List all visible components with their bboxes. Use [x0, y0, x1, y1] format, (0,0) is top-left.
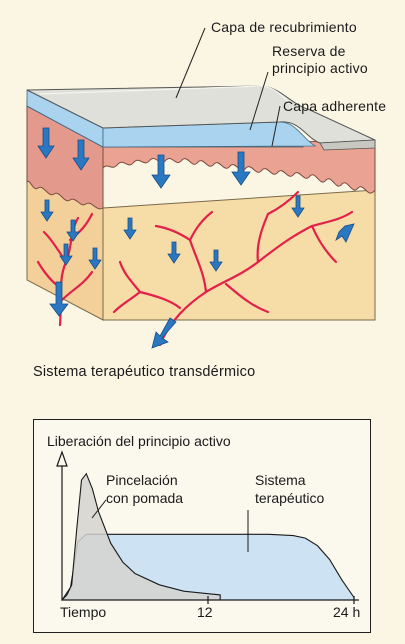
x-tick-label-12: 12 — [197, 604, 213, 620]
reservoir-label-line1: Reserva de — [272, 43, 346, 59]
leader-lines — [175, 27, 281, 147]
series-system-label-line1: Sistema — [255, 472, 306, 488]
release-chart — [56, 450, 359, 604]
cover-layer-top-highlight — [39, 85, 291, 105]
x-tick-label-time: Tiempo — [60, 604, 107, 620]
skin-surface-right — [319, 139, 376, 151]
dermis-side — [102, 189, 376, 321]
release-chart-frame — [33, 419, 371, 633]
diagram-caption: Sistema terapéutico transdérmico — [33, 364, 256, 380]
reservoir-label-line2: principio activo — [272, 60, 368, 76]
chart-axes — [56, 450, 359, 604]
series-system-label-line2: terapéutico — [255, 490, 325, 506]
y-axis-arrow — [56, 450, 68, 467]
down-arrow-icon — [37, 127, 355, 349]
cover-layer-label: Capa de recubrimiento — [211, 19, 357, 35]
series-ointment-area — [60, 472, 221, 601]
adhesive-layer-label: Capa adherente — [283, 98, 387, 114]
series-ointment-label-line2: con pomada — [106, 490, 184, 506]
chart-title: Liberación del principio activo — [47, 433, 231, 449]
series-ointment-label-line1: Pincelación — [106, 472, 178, 488]
transdermal-system-illustration — [26, 27, 376, 349]
x-tick-label-24: 24 h — [333, 604, 361, 620]
annotation-leaders — [91, 499, 249, 552]
